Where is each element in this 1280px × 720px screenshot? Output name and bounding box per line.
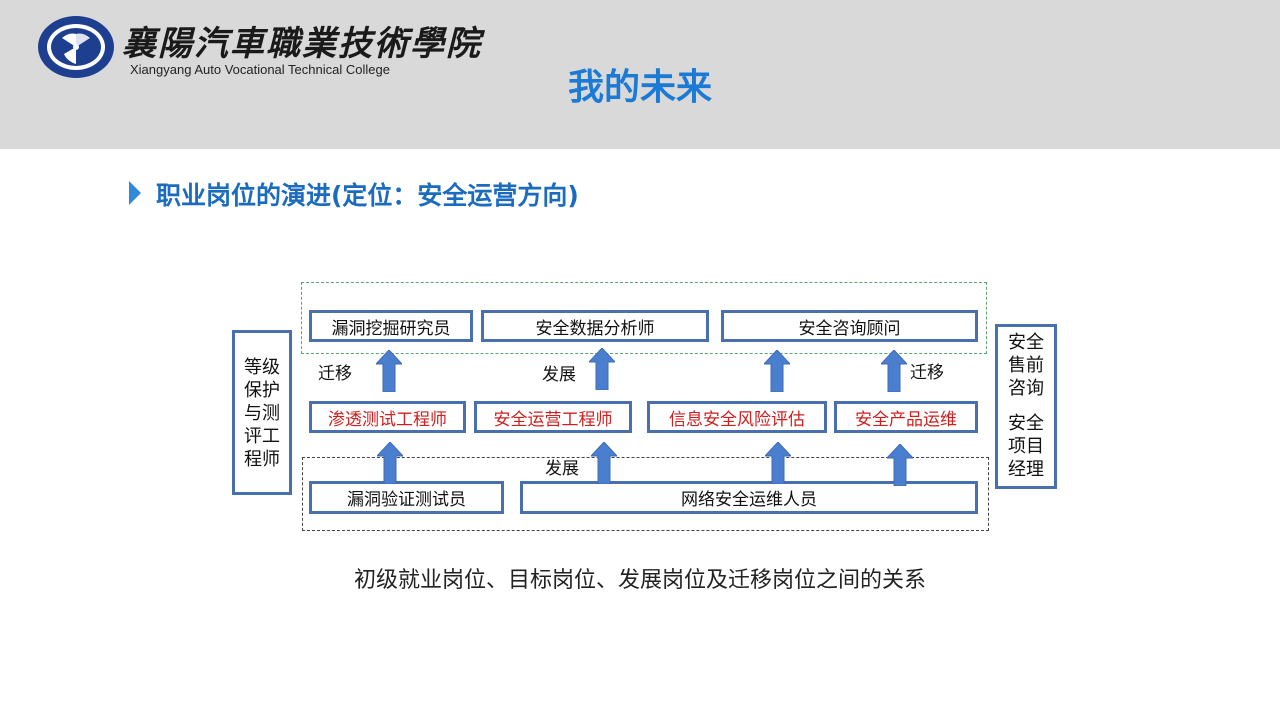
up-arrow-icon (589, 348, 615, 390)
box-security-consultant: 安全咨询顾问 (721, 310, 978, 342)
label-develop-top: 发展 (542, 365, 576, 385)
side-line: 保护 (244, 380, 280, 401)
side-line: 安全 (1008, 332, 1044, 353)
side-line: 评工 (244, 426, 280, 447)
box-secops-engineer: 安全运营工程师 (474, 401, 632, 433)
label-migrate-right: 迁移 (910, 363, 944, 383)
up-arrow-icon (881, 350, 907, 392)
box-security-data-analyst: 安全数据分析师 (481, 310, 709, 342)
side-line: 程师 (244, 449, 280, 470)
side-spacer (998, 400, 1054, 412)
college-name-en: Xiangyang Auto Vocational Technical Coll… (130, 62, 390, 77)
up-arrow-icon (764, 350, 790, 392)
college-logo-icon (38, 16, 114, 78)
side-line: 售前 (1008, 355, 1044, 376)
section-subtitle: 职业岗位的演进(定位：安全运营方向) (156, 181, 579, 210)
box-vuln-researcher: 漏洞挖掘研究员 (309, 310, 473, 342)
side-box-compliance-engineer: 等级 保护 与测 评工 程师 (232, 330, 292, 495)
diagram-caption: 初级就业岗位、目标岗位、发展岗位及迁移岗位之间的关系 (353, 568, 926, 593)
college-name-cn: 襄陽汽車職業技術學院 (122, 24, 482, 64)
up-arrow-icon (765, 442, 791, 484)
side-line: 安全 (1008, 413, 1044, 434)
header-band (0, 0, 1280, 149)
side-box-presales-pm: 安全 售前 咨询 安全 项目 经理 (995, 324, 1057, 489)
label-migrate-left: 迁移 (318, 364, 352, 384)
side-line: 项目 (1008, 436, 1044, 457)
label-develop-bottom: 发展 (545, 459, 579, 479)
up-arrow-icon (887, 444, 913, 486)
up-arrow-icon (591, 442, 617, 484)
side-line: 咨询 (1008, 378, 1044, 399)
development-frame (301, 282, 987, 354)
box-product-ops: 安全产品运维 (834, 401, 978, 433)
triangle-bullet-icon (129, 181, 141, 205)
side-line: 等级 (244, 357, 280, 378)
box-vuln-tester: 漏洞验证测试员 (309, 481, 504, 514)
box-network-ops-staff: 网络安全运维人员 (520, 481, 978, 514)
box-risk-assessment: 信息安全风险评估 (647, 401, 827, 433)
side-line: 经理 (1008, 459, 1044, 480)
entry-level-frame (302, 457, 989, 531)
box-pentest-engineer: 渗透测试工程师 (309, 401, 466, 433)
side-line: 与测 (244, 403, 280, 424)
page-title: 我的未来 (567, 67, 712, 108)
up-arrow-icon (377, 442, 403, 484)
up-arrow-icon (376, 350, 402, 392)
